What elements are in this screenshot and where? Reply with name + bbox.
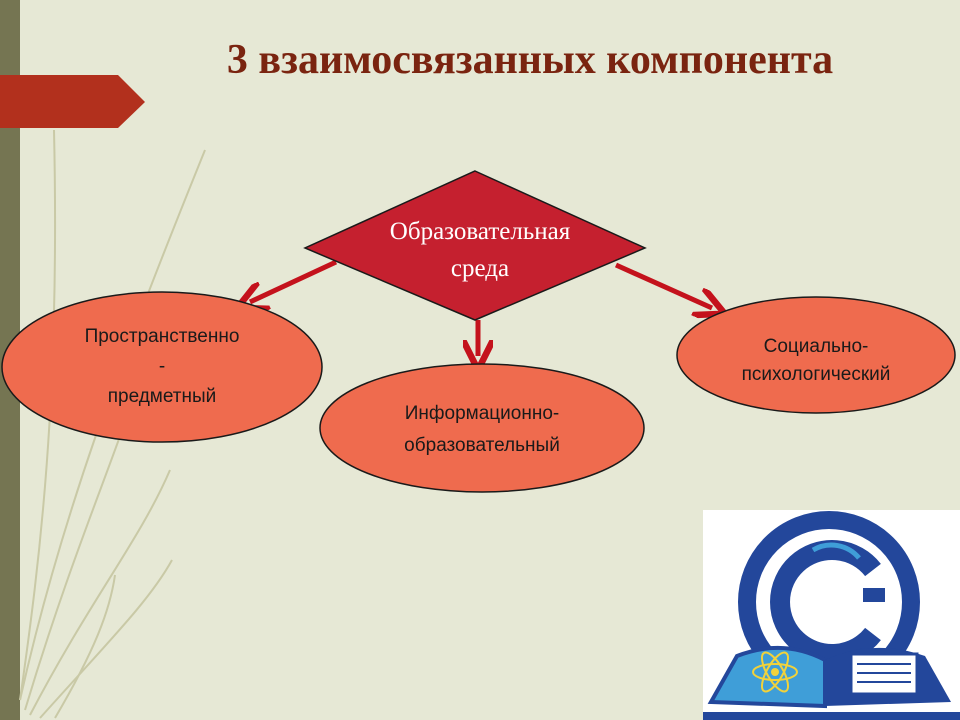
middle-ellipse: [319, 363, 645, 493]
right-ellipse: [676, 296, 956, 414]
center-node-line-1: Образовательная: [389, 218, 571, 245]
left-ellipse: [1, 291, 323, 443]
center-diamond: [303, 170, 647, 321]
middle-node-line-1: Информационно-: [404, 403, 560, 424]
left-node-line-3: предметный: [107, 386, 217, 407]
left-node-line-2: -: [158, 356, 166, 377]
center-node-line-2: среда: [450, 255, 510, 282]
school-logo: [703, 510, 960, 720]
title-arrow-tab: [0, 75, 145, 128]
right-node-label: Социально- психологический: [700, 333, 932, 389]
left-node-line-1: Пространственно: [84, 326, 240, 347]
middle-node-label: Информационно- образовательный: [348, 398, 616, 462]
slide-title: 3 взаимосвязанных компонента: [226, 37, 834, 83]
right-node-line-1: Социально-: [763, 336, 869, 357]
center-node-label: Образовательная среда: [340, 213, 620, 287]
left-node-label: Пространственно - предметный: [30, 322, 294, 412]
decorative-curves: [19, 129, 206, 719]
middle-node-line-2: образовательный: [404, 435, 560, 456]
arrow-to-left: [250, 259, 338, 302]
right-node-line-2: психологический: [741, 364, 891, 385]
arrow-to-right: [614, 262, 712, 308]
